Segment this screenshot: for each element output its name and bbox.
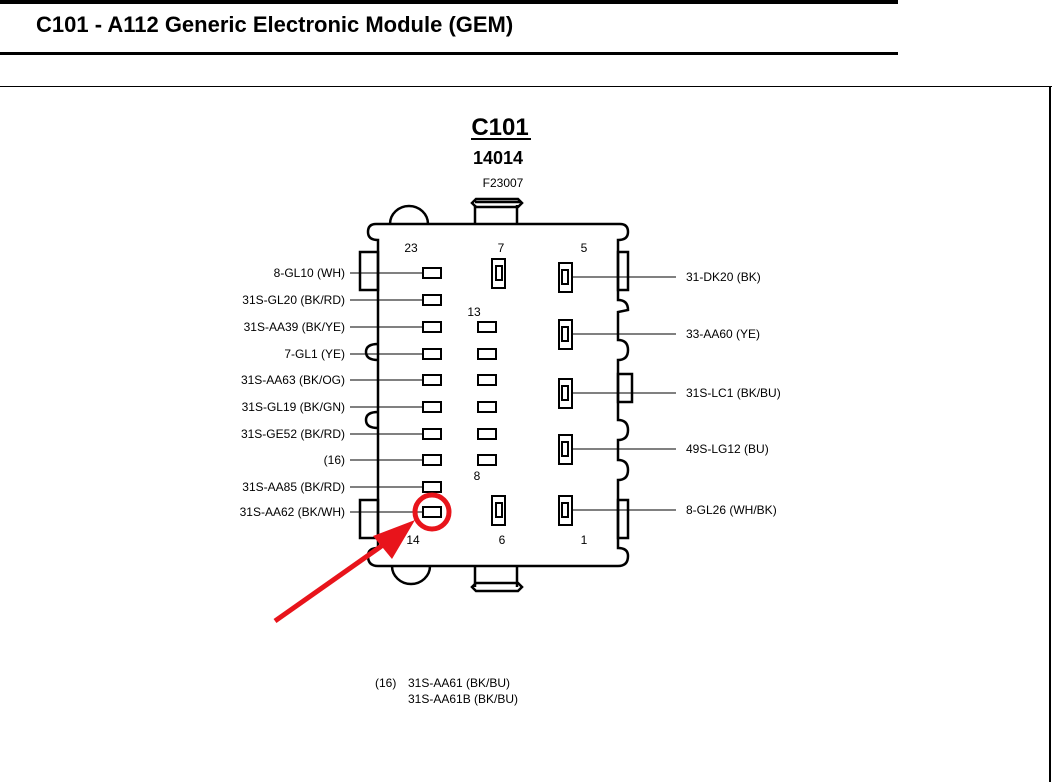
pin-terminal-blade [495,502,503,518]
pin-cavity [422,321,442,333]
pin-cavity [477,401,497,413]
pin-cavity [422,454,442,466]
wire-label-right: 8-GL26 (WH/BK) [686,503,777,517]
title-divider [0,52,898,55]
wire-label-right: 33-AA60 (YE) [686,327,760,341]
pin-cavity [477,454,497,466]
wire-label-left: 31S-GL20 (BK/RD) [242,293,345,307]
pin-terminal-blade [561,502,569,518]
wire-label-left: 31S-AA85 (BK/RD) [242,480,345,494]
wire-label-left: 31S-AA39 (BK/YE) [244,320,345,334]
footnote-line: 31S-AA61 (BK/BU) [408,676,510,690]
wire-label-left: 31S-GL19 (BK/GN) [242,400,345,414]
page-title: C101 - A112 Generic Electronic Module (G… [36,12,514,37]
wire-label-left: (16) [324,453,345,467]
pin-terminal-blade [561,441,569,457]
wire-label-left: 7-GL1 (YE) [284,347,345,361]
pin-terminal-blade [561,326,569,342]
pin-cavity [422,374,442,386]
pin-cavity [477,321,497,333]
wire-label-left: 31S-AA62 (BK/WH) [240,505,345,519]
pin-number-8: 8 [474,469,481,483]
top-rule [0,0,898,4]
wire-label-right: 31S-LC1 (BK/BU) [686,386,781,400]
part-number: 14014 [473,148,523,168]
wire-label-left: 8-GL10 (WH) [274,266,345,280]
highlight-circle [412,492,452,532]
pin-number-5: 5 [581,241,588,255]
pin-cavity [422,401,442,413]
wire-label-right: 49S-LG12 (BU) [686,442,769,456]
footnote-line: 31S-AA61B (BK/BU) [408,692,518,706]
connector-body [358,197,634,593]
pin-cavity [422,348,442,360]
connector-id: C101 [471,114,528,141]
diagram-frame-top [0,86,1052,87]
pin-terminal-blade [561,385,569,401]
pin-cavity [422,506,442,518]
diagram-frame-right [1049,86,1051,782]
wire-label-left: 31S-GE52 (BK/RD) [241,427,345,441]
highlight-arrow [273,520,415,624]
pin-cavity [422,294,442,306]
pin-cavity [477,428,497,440]
pin-cavity [422,428,442,440]
pin-cavity [422,481,442,493]
pin-number-14: 14 [406,533,420,547]
pin-cavity [422,267,442,279]
footnote-ref: (16) [375,676,396,690]
figure-ref: F23007 [483,176,524,190]
wire-label-left: 31S-AA63 (BK/OG) [241,373,345,387]
pin-cavity [477,348,497,360]
pin-number-23: 23 [404,241,418,255]
pin-number-7: 7 [498,241,505,255]
pin-number-1: 1 [581,533,588,547]
pin-terminal-blade [561,269,569,285]
pin-cavity [477,374,497,386]
pin-number-6: 6 [499,533,506,547]
pin-terminal-blade [495,265,503,281]
pin-number-13: 13 [467,305,481,319]
wire-label-right: 31-DK20 (BK) [686,270,761,284]
